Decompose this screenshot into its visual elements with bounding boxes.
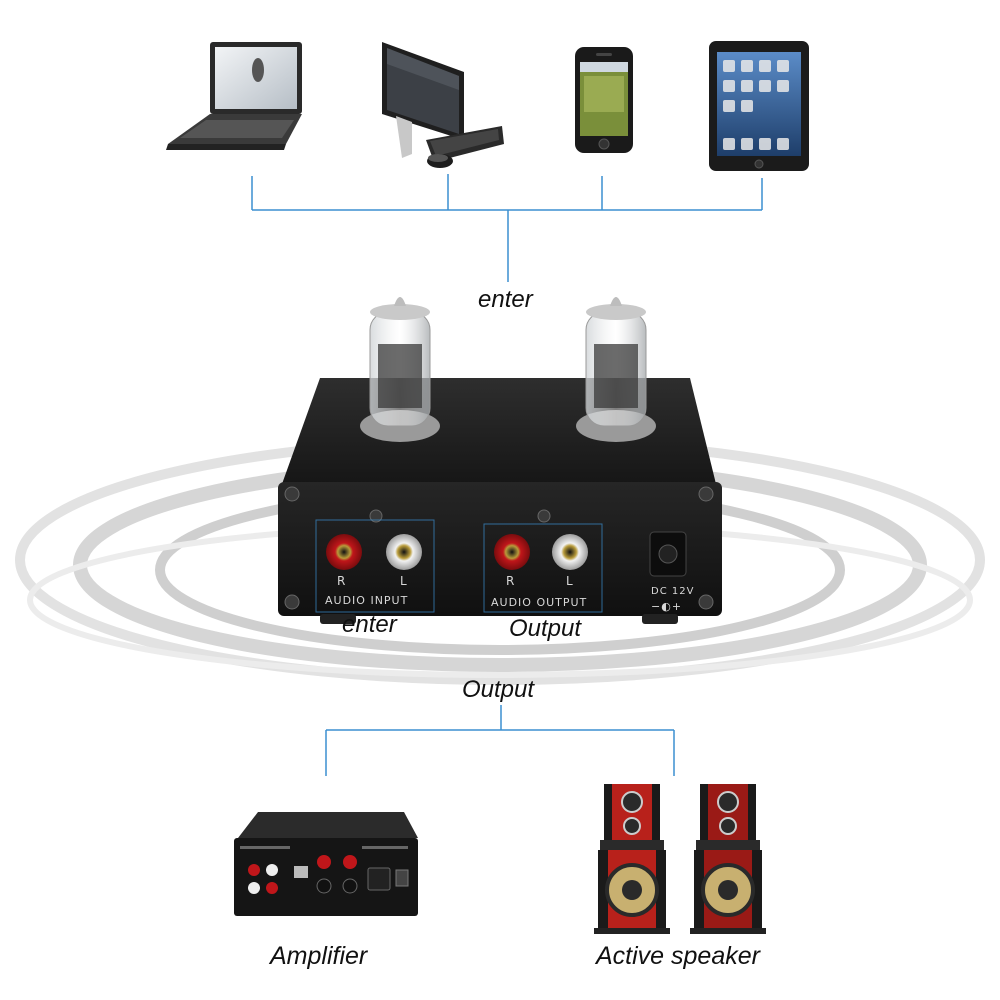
dc-polarity-label: −◐+ [651, 600, 683, 613]
amplifier-label: Amplifier [270, 942, 368, 970]
active-speaker-label: Active speaker [596, 942, 760, 970]
amplifier-icon [234, 812, 418, 916]
vacuum-tube-left [369, 297, 431, 427]
output-label-panel: Output [509, 615, 582, 642]
input-r-label: R [337, 574, 346, 588]
vacuum-tube-right [585, 297, 647, 427]
speaker-right [690, 784, 766, 934]
tablet-icon [709, 41, 809, 171]
input-r-jack [326, 534, 362, 570]
output-label-center: Output [462, 676, 535, 703]
desktop-computer-icon [382, 42, 504, 168]
laptop-icon [166, 42, 302, 150]
output-r-label: R [506, 574, 515, 588]
tube-preamp-unit [278, 297, 722, 624]
audio-output-label: AUDIO OUTPUT [491, 596, 588, 609]
input-l-jack [386, 534, 422, 570]
smartphone-icon [575, 47, 633, 153]
output-r-jack [494, 534, 530, 570]
output-l-label: L [566, 574, 573, 588]
output-l-jack [552, 534, 588, 570]
enter-label-top: enter [478, 286, 533, 313]
dc-voltage-label: DC 12V [651, 586, 695, 597]
speaker-left [594, 784, 670, 934]
input-l-label: L [400, 574, 407, 588]
active-speaker-icon [594, 784, 766, 934]
audio-input-label: AUDIO INPUT [325, 594, 409, 607]
enter-label-input: enter [342, 611, 397, 638]
